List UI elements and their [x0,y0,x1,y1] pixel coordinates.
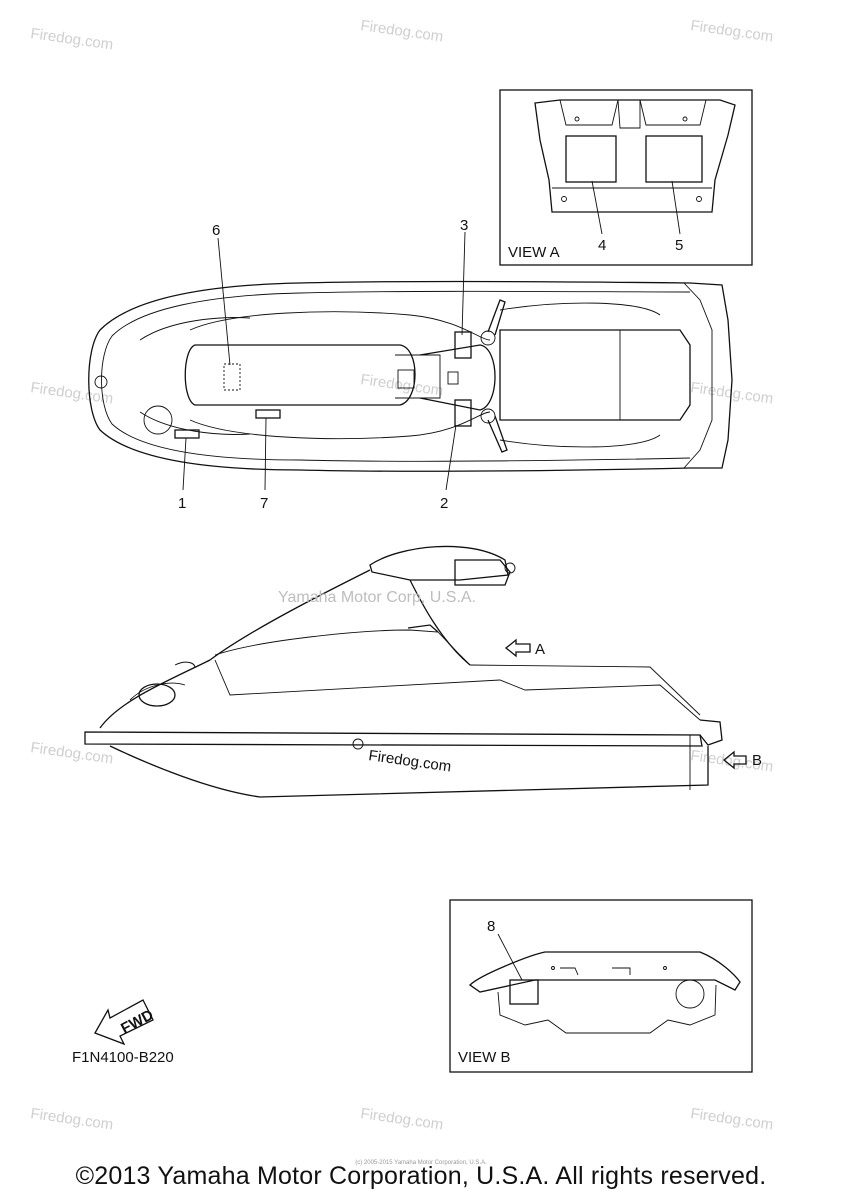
copyright-footer: ©2013 Yamaha Motor Corporation, U.S.A. A… [75,1162,767,1190]
watermark: Firedog.com [367,747,452,775]
view-b-label: VIEW B [458,1049,511,1066]
watermark: Firedog.com [689,17,774,45]
view-a-inset: VIEW A 4 5 [499,89,753,266]
watermark: Firedog.com [359,1105,444,1133]
callout-2: 2 [440,495,448,512]
top-view-watercraft: 6 3 1 7 2 [88,217,733,512]
corp-watermark: Yamaha Motor Corp, U.S.A. [278,589,476,606]
arrow-b-label: B [752,752,762,769]
callout-7: 7 [260,495,268,512]
watermark: Firedog.com [29,25,114,53]
side-view-watercraft: A B Yamaha Motor Corp, U.S.A. Firedog.co… [84,545,762,798]
callout-3: 3 [460,217,468,234]
fwd-arrow: FWD [94,999,156,1046]
view-b-inset: 8 VIEW B [449,899,753,1073]
arrow-a-label: A [535,641,545,658]
view-a-label: VIEW A [508,244,560,261]
watermark-group: Firedog.com Firedog.com Firedog.com Fire… [29,17,774,1133]
part-code: F1N4100-B220 [72,1049,174,1066]
callout-5: 5 [675,237,683,254]
watermark: Firedog.com [359,371,444,399]
callout-1: 1 [178,495,186,512]
callout-6: 6 [212,222,220,239]
watermark: Firedog.com [359,17,444,45]
watermark: Firedog.com [689,1105,774,1133]
watermark: Firedog.com [29,1105,114,1133]
small-copyright: (c) 2005-2015 Yamaha Motor Corporation, … [355,1160,487,1166]
callout-4: 4 [598,237,606,254]
callout-8: 8 [487,918,495,935]
watermark: Firedog.com [29,739,114,767]
